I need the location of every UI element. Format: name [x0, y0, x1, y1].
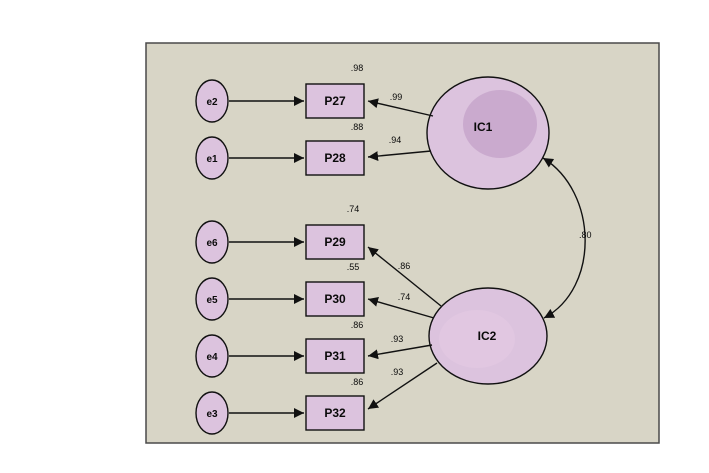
p29-label: P29: [324, 235, 346, 249]
p29-r2-label: .74: [347, 204, 360, 214]
e5-ellipse: [195, 277, 229, 321]
e1-label: e1: [206, 154, 218, 165]
loading-label-ic2-p30: .74: [398, 292, 411, 302]
observed-node-p29: P29 .74: [305, 204, 365, 260]
latent-node-ic2: IC2: [428, 287, 548, 385]
covariance-arrow-ic1-ic2: [542, 157, 586, 319]
loading-arrow-ic2-p31: [367, 344, 433, 360]
error-node-e2: e2: [195, 79, 229, 123]
loading-arrow-ic2-p32: [367, 362, 438, 410]
p27-label: P27: [324, 94, 346, 108]
loading-label-ic2-p31: .93: [391, 334, 404, 344]
p31-r2-label: .86: [351, 320, 364, 330]
loading-arrow-ic2-p29: [367, 246, 442, 307]
loading-label-ic1-p28: .94: [389, 135, 402, 145]
p27-rect: [305, 83, 365, 119]
observed-node-p30: P30 .55: [305, 262, 365, 317]
error-node-e3: e3: [195, 391, 229, 435]
p30-r2-label: .55: [347, 262, 360, 272]
p31-rect: [305, 338, 365, 374]
ic2-inner-shade: [439, 310, 515, 368]
covariance-label: .80: [579, 230, 592, 240]
observed-node-p32: P32 .86: [305, 377, 365, 431]
error-node-e5: e5: [195, 277, 229, 321]
p30-rect: [305, 281, 365, 317]
error-node-e4: e4: [195, 334, 229, 378]
e6-ellipse: [195, 220, 229, 264]
e3-label: e3: [206, 409, 218, 420]
p29-rect: [305, 224, 365, 260]
p32-r2-label: .86: [351, 377, 364, 387]
loading-label-ic1-p27: .99: [390, 92, 403, 102]
observed-node-p28: P28 .88: [305, 122, 365, 176]
latent-node-ic1: IC1: [426, 76, 550, 190]
error-node-e6: e6: [195, 220, 229, 264]
observed-node-p31: P31 .86: [305, 320, 365, 374]
loading-arrow-ic1-p28: [367, 150, 432, 162]
ic1-label: IC1: [474, 120, 493, 134]
p28-r2-label: .88: [351, 122, 364, 132]
e3-ellipse: [195, 391, 229, 435]
e2-ellipse: [195, 79, 229, 123]
e4-label: e4: [206, 352, 218, 363]
p32-rect: [305, 395, 365, 431]
e5-label: e5: [206, 295, 218, 306]
loading-label-ic2-p29: .86: [398, 261, 411, 271]
observed-node-p27: P27 .98: [305, 63, 365, 119]
p32-label: P32: [324, 406, 346, 420]
p28-rect: [305, 140, 365, 176]
p28-label: P28: [324, 151, 346, 165]
p30-label: P30: [324, 292, 346, 306]
p31-label: P31: [324, 349, 346, 363]
ic2-label: IC2: [478, 329, 497, 343]
loading-arrow-ic2-p30: [367, 296, 435, 319]
loading-label-ic2-p32: .93: [391, 367, 404, 377]
loading-arrow-ic1-p27: [367, 98, 434, 117]
e6-label: e6: [206, 238, 218, 249]
error-node-e1: e1: [195, 136, 229, 180]
ic1-inner-shade: [463, 90, 537, 158]
e2-label: e2: [206, 97, 218, 108]
e1-ellipse: [195, 136, 229, 180]
e4-ellipse: [195, 334, 229, 378]
p27-r2-label: .98: [351, 63, 364, 73]
